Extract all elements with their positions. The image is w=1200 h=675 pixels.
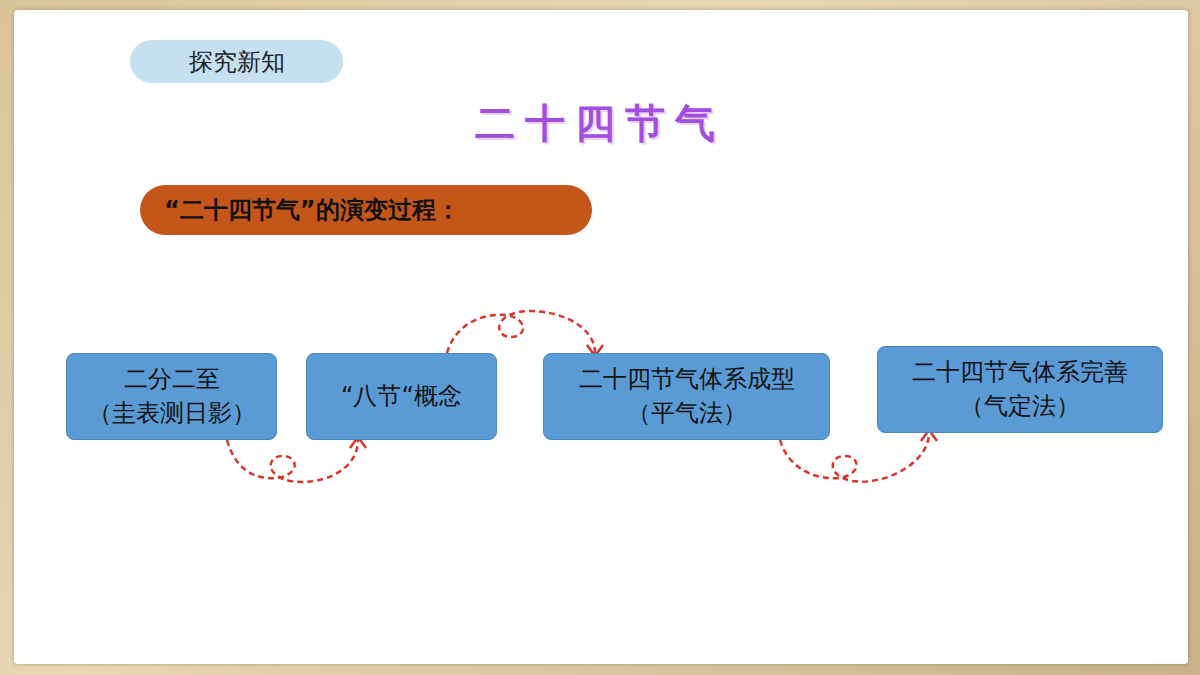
process-box: 二分二至（圭表测日影）: [66, 353, 277, 440]
process-box: 二十四节气体系完善（气定法）: [877, 346, 1163, 433]
process-box: 二十四节气体系成型（平气法）: [543, 353, 830, 440]
node-subtitle: （平气法）: [627, 397, 747, 431]
node-label: 二十四节气体系完善: [912, 356, 1128, 390]
dashed-arrow: [227, 440, 358, 482]
node-label: 二十四节气体系成型: [579, 363, 795, 397]
dashed-arrow: [447, 311, 595, 353]
node-label: 探究新知: [189, 46, 285, 78]
heading-pill: “二十四节气”的演变过程：: [140, 185, 592, 235]
node-label: “二十四节气”的演变过程：: [164, 194, 460, 226]
slide-title: 二十四节气: [0, 96, 1200, 151]
process-box: “八节“概念: [306, 353, 497, 440]
node-label: “八节“概念: [341, 380, 462, 414]
node-subtitle: （气定法）: [960, 390, 1080, 424]
node-subtitle: （圭表测日影）: [88, 397, 256, 431]
dashed-arrow: [780, 433, 929, 482]
section-tag: 探究新知: [130, 40, 343, 83]
node-label: 二分二至: [124, 363, 220, 397]
